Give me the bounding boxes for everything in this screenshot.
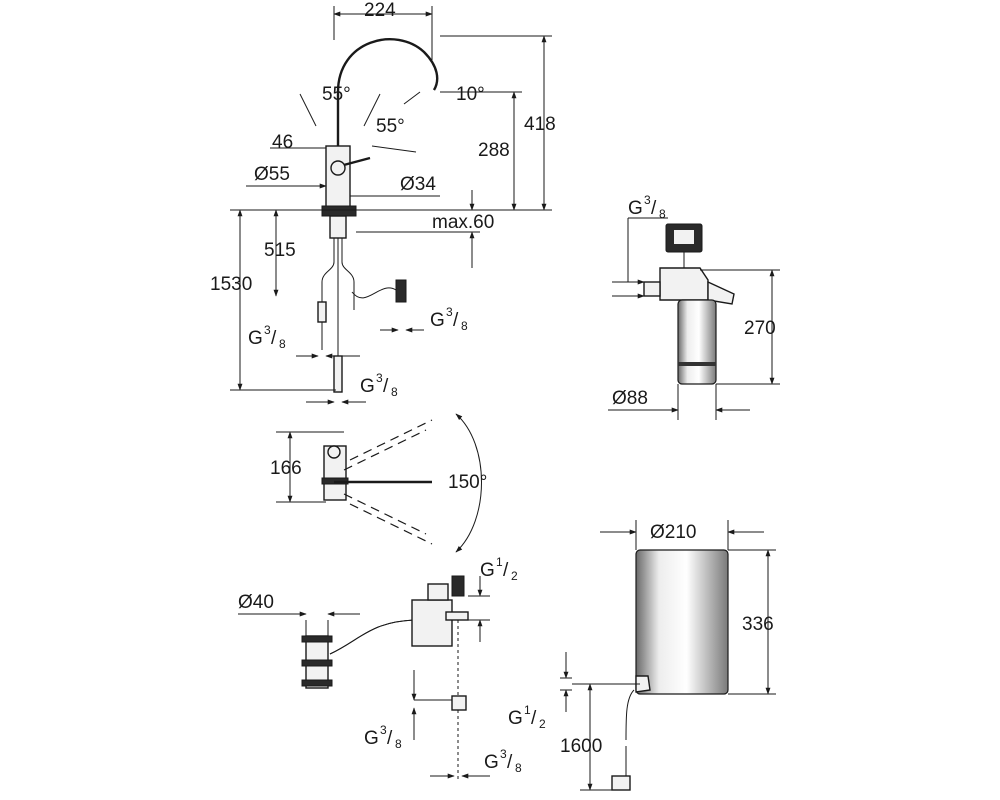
thread-g38-valve: G 3 / 8 bbox=[364, 723, 402, 751]
svg-text:8: 8 bbox=[515, 761, 522, 775]
faucet-front-view bbox=[299, 38, 439, 393]
svg-text:8: 8 bbox=[391, 385, 398, 399]
faucet-top-view bbox=[321, 413, 482, 553]
angle-55-top: 55° bbox=[322, 84, 351, 105]
svg-text:/: / bbox=[387, 728, 393, 749]
thread-g38-bottom: G 3 / 8 bbox=[360, 371, 398, 399]
dim-1530: 1530 bbox=[210, 274, 252, 295]
dia-34: Ø34 bbox=[400, 174, 436, 195]
thread-g12-valve: G 1 / 2 bbox=[480, 555, 518, 583]
svg-text:G: G bbox=[508, 708, 523, 729]
svg-text:3: 3 bbox=[264, 323, 271, 337]
svg-text:/: / bbox=[383, 376, 389, 397]
angle-55-bottom: 55° bbox=[376, 116, 405, 137]
dia-55: Ø55 bbox=[254, 164, 290, 185]
thread-g12-boiler: G 1 / 2 bbox=[508, 703, 546, 731]
dim-270: 270 bbox=[744, 318, 776, 339]
svg-text:1: 1 bbox=[496, 555, 503, 569]
svg-text:2: 2 bbox=[539, 717, 546, 731]
svg-text:/: / bbox=[507, 752, 513, 773]
valve-assembly bbox=[301, 575, 469, 782]
dia-88: Ø88 bbox=[612, 388, 648, 409]
svg-text:3: 3 bbox=[644, 193, 651, 207]
dim-224: 224 bbox=[364, 0, 396, 21]
svg-text:G: G bbox=[364, 728, 379, 749]
svg-text:8: 8 bbox=[279, 337, 286, 351]
thread-g38-filter: G 3 / 8 bbox=[628, 193, 666, 221]
filter-unit bbox=[643, 223, 735, 385]
svg-text:3: 3 bbox=[500, 747, 507, 761]
thread-g38-hose: G 3 / 8 bbox=[430, 305, 468, 333]
dim-515: 515 bbox=[264, 240, 296, 261]
svg-text:G: G bbox=[360, 376, 375, 397]
boiler-dimensions bbox=[560, 520, 776, 791]
dim-166: 166 bbox=[270, 458, 302, 479]
svg-text:G: G bbox=[248, 328, 263, 349]
dia-210: Ø210 bbox=[650, 522, 696, 543]
boiler-tank bbox=[635, 549, 729, 695]
dim-46: 46 bbox=[272, 132, 293, 153]
svg-text:2: 2 bbox=[511, 569, 518, 583]
thread-g38-left: G 3 / 8 bbox=[248, 323, 286, 351]
dim-1600: 1600 bbox=[560, 736, 602, 757]
dim-418: 418 bbox=[524, 114, 556, 135]
svg-text:G: G bbox=[484, 752, 499, 773]
svg-text:3: 3 bbox=[376, 371, 383, 385]
faucet-dimensions bbox=[230, 6, 552, 405]
angle-10: 10° bbox=[456, 84, 485, 105]
filter-cartridge bbox=[677, 299, 717, 385]
boiler-unit bbox=[572, 549, 729, 791]
svg-text:/: / bbox=[271, 328, 277, 349]
dia-40: Ø40 bbox=[238, 592, 274, 613]
svg-text:3: 3 bbox=[446, 305, 453, 319]
max-60: max.60 bbox=[432, 212, 494, 233]
svg-text:G: G bbox=[628, 198, 643, 219]
valve-dimensions bbox=[238, 576, 490, 779]
svg-text:/: / bbox=[453, 310, 459, 331]
faucet-body bbox=[325, 145, 351, 213]
svg-text:8: 8 bbox=[659, 207, 666, 221]
svg-text:3: 3 bbox=[380, 723, 387, 737]
dim-288: 288 bbox=[478, 140, 510, 161]
dim-336: 336 bbox=[742, 614, 774, 635]
angle-150: 150° bbox=[448, 472, 487, 493]
svg-text:8: 8 bbox=[461, 319, 468, 333]
svg-text:/: / bbox=[503, 560, 509, 581]
svg-text:8: 8 bbox=[395, 737, 402, 751]
svg-text:G: G bbox=[430, 310, 445, 331]
filter-dimensions bbox=[608, 217, 780, 420]
svg-text:/: / bbox=[531, 708, 537, 729]
svg-text:G: G bbox=[480, 560, 495, 581]
top-view-dimensions bbox=[276, 431, 344, 503]
thread-g38-valve-bottom: G 3 / 8 bbox=[484, 747, 522, 775]
svg-text:1: 1 bbox=[524, 703, 531, 717]
svg-text:/: / bbox=[651, 198, 657, 219]
faucet-spout bbox=[336, 38, 439, 178]
